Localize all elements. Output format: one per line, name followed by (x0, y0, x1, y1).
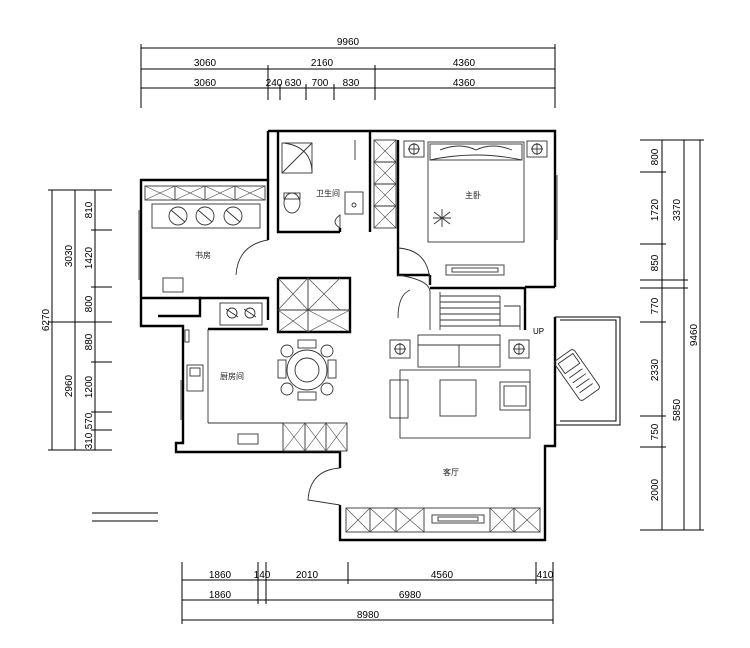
left-dimensions: 6270 3030 2960 810 1420 800 880 1200 310… (41, 189, 112, 451)
dim-top-total: 9960 (337, 37, 360, 48)
dim-right-total: 9460 (689, 323, 700, 346)
balcony (555, 316, 621, 426)
dim-top-row2-4: 700 (312, 78, 329, 89)
living-room (307, 334, 600, 533)
dim-bottom-row1-2: 140 (254, 570, 271, 581)
kitchen-dining (184, 277, 351, 452)
room-label-bathroom: 卫生间 (316, 188, 340, 198)
dim-left-group2: 2960 (64, 374, 75, 397)
dim-top-row2-3: 630 (285, 78, 302, 89)
dim-top-row2-1: 3060 (194, 78, 217, 89)
dim-top-row1-1: 3060 (194, 58, 217, 69)
dim-bottom-row1-3: 2010 (296, 570, 319, 581)
dim-right-part-4: 770 (650, 297, 661, 314)
top-dimensions: 9960 3060 2160 4360 3060 240 630 700 830… (140, 37, 556, 108)
bottom-dimensions: 1860 140 2010 4560 410 1860 6980 8980 (181, 562, 554, 624)
dim-left-group1: 3030 (64, 244, 75, 267)
dim-bottom-total: 8980 (357, 610, 380, 621)
dim-bottom-row1-5: 410 (537, 570, 554, 581)
dim-right-part-2: 1720 (650, 198, 661, 221)
dim-left-part-2: 1420 (84, 246, 95, 269)
study (144, 185, 269, 293)
dim-left-part-3: 800 (84, 295, 95, 312)
dim-bottom-row2-1: 1860 (209, 590, 232, 601)
dim-top-row1-2: 2160 (311, 58, 334, 69)
stairs (397, 274, 521, 330)
dim-right-part-3: 850 (650, 254, 661, 271)
stair-up-label: UP (533, 327, 544, 336)
dim-top-row2-2: 240 (266, 78, 283, 89)
dim-right-part-6: 750 (650, 423, 661, 440)
dim-left-total: 6270 (41, 308, 52, 331)
room-label-kitchen-dining: 厨房间 (220, 371, 244, 381)
dim-left-part-6: 310 (84, 432, 95, 449)
dim-left-part-7: 570 (84, 412, 95, 429)
dim-right-part-7: 2000 (650, 478, 661, 501)
dim-top-row2-6: 4360 (453, 78, 476, 89)
dim-top-row1-3: 4360 (453, 58, 476, 69)
dim-bottom-row1-4: 4560 (431, 570, 454, 581)
dim-left-part-1: 810 (84, 201, 95, 218)
dim-right-part-1: 800 (650, 148, 661, 165)
dim-right-part-5: 2330 (650, 358, 661, 381)
dim-left-part-4: 880 (84, 333, 95, 350)
dim-left-part-5: 1200 (84, 375, 95, 398)
dim-bottom-row1-1: 1860 (209, 570, 232, 581)
walls (138, 129, 558, 542)
master-bedroom (397, 140, 548, 286)
dining-chairs (277, 339, 337, 401)
dim-bottom-row2-2: 6980 (399, 590, 422, 601)
bathroom (281, 139, 397, 229)
dim-top-row2-5: 830 (343, 78, 360, 89)
dim-right-group2: 5850 (672, 398, 683, 421)
dim-right-group1: 3370 (672, 198, 683, 221)
room-label-living-room: 客厅 (443, 467, 459, 477)
room-label-master-bedroom: 主卧 (465, 190, 481, 200)
right-dimensions: 800 1720 850 770 2330 750 2000 3370 5850… (640, 139, 704, 531)
room-label-study: 书房 (195, 250, 211, 260)
north-marker-lines (92, 512, 158, 522)
